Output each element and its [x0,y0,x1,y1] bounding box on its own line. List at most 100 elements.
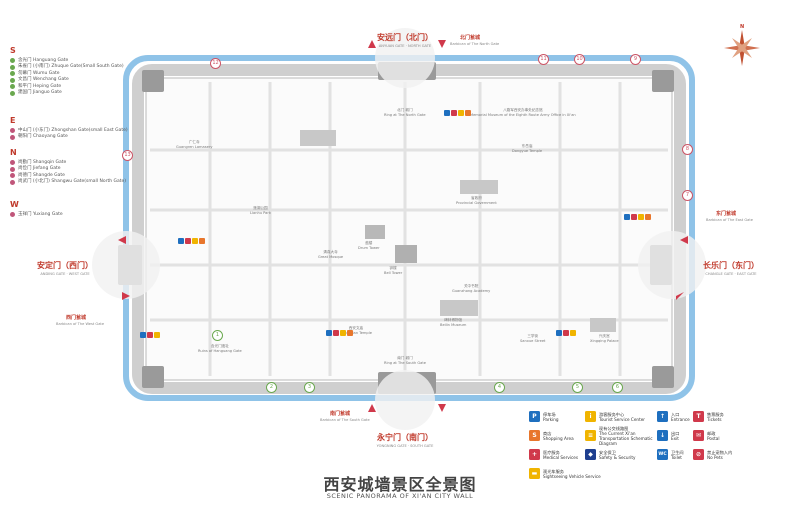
gate-list-item[interactable]: 朱雀门 (小南门) Zhuque Gate(Small South Gate) [10,64,124,71]
gate-list-item[interactable]: 文昌门 Wenchang Gate [10,77,124,84]
museum-mark[interactable] [300,130,336,146]
gate-group-letter: W [10,200,19,209]
gate-list-item[interactable]: 建国门 Jianguo Gate [10,90,124,97]
medical-icon: + [529,449,540,460]
gate-list-item[interactable]: 和平门 Heping Gate [10,84,124,91]
service-cluster-southeast[interactable] [556,330,576,336]
north-gate-title[interactable]: 安远门（北门）ANYUAN GATE · NORTH GATE [377,33,433,48]
gate-list-item[interactable]: 玉祥门 Yuxiang Gate [10,212,63,219]
gate-badge[interactable]: 8 [682,144,693,155]
compass-icon [724,30,760,66]
gate-list-item[interactable]: 勿幕门 Wumu Gate [10,71,124,78]
xingqing-mark[interactable] [590,318,616,332]
government-mark[interactable] [460,180,498,194]
gate-list-south: S 含光门 Hanguang Gate 朱雀门 (小南门) Zhuque Gat… [10,46,124,97]
south-gate-title[interactable]: 永宁门（南门）YONGNING GATE · SOUTH GATE [376,433,434,448]
west-gate-title[interactable]: 安定门（西门）ANDING GATE · WEST GATE [37,261,93,276]
gate-badge[interactable]: 2 [266,382,277,393]
gate-group-letter: E [10,116,16,125]
ne-corner-tower [652,70,674,92]
gate-badge[interactable]: 9 [630,54,641,65]
bell-tower-mark[interactable] [395,245,417,263]
south-barbican-circle [375,370,435,430]
gate-badge[interactable]: 3 [304,382,315,393]
gate-list-item[interactable]: 含光门 Hanguang Gate [10,58,124,65]
gate-list-item[interactable]: 尚德门 Shangde Gate [10,173,126,180]
gate-badge[interactable]: 13 [122,150,133,161]
east-gate-title[interactable]: 长乐门（东门）CHANGLE GATE · EAST GATE [703,261,759,276]
west-barbican-circle [92,231,160,299]
gate-list-east: E 中山门 (小东门) Zhongshan Gate(small East Ga… [10,116,128,141]
gate-badge[interactable]: 11 [538,54,549,65]
gate-list-north: N 尚勤门 Shangqin Gate 尚俭门 Jiefang Gate 尚德门… [10,149,126,186]
shop-icon: S [529,430,540,441]
map-subtitle: SCENIC PANORAMA OF XI'AN CITY WALL [326,492,474,500]
service-cluster-south[interactable] [326,330,353,336]
gate-badge[interactable]: 12 [210,58,221,69]
gate-list-item[interactable]: 中山门 (小东门) Zhongshan Gate(small East Gate… [10,128,128,135]
gate-badge[interactable]: 7 [682,190,693,201]
street-grid [150,82,668,376]
service-cluster-north[interactable] [444,110,471,116]
gate-badge[interactable]: 4 [494,382,505,393]
se-corner-tower [652,366,674,388]
gate-list-item[interactable]: 朝阳门 Chaoyang Gate [10,134,128,141]
vehicle-icon: ▬ [529,468,540,479]
service-cluster-east[interactable] [624,214,651,220]
info-icon: i [585,411,596,422]
gate-badge[interactable]: 6 [612,382,623,393]
parking-icon: P [529,411,540,422]
gate-list-item[interactable]: 尚勤门 Shangqin Gate [10,160,126,167]
gate-list-item[interactable]: 尚俭门 Jiefang Gate [10,166,126,173]
no-pets-icon: ⊘ [693,449,704,460]
gate-group-letter: S [10,46,16,55]
gate-list-item[interactable]: 尚武门 (小北门) Shangwu Gate(small North Gate) [10,179,126,186]
security-icon: ◆ [585,449,596,460]
beilin-mark[interactable] [440,300,478,316]
gate-badge[interactable]: 10 [574,54,585,65]
service-cluster-southwest[interactable] [140,332,160,338]
drum-tower-mark[interactable] [365,225,385,239]
gate-badge[interactable]: 1 [212,330,223,341]
map-title: 西安城墙景区全景图 [323,475,477,494]
exit-icon: ↓ [657,430,668,441]
gate-badge[interactable]: 5 [572,382,583,393]
service-cluster-west[interactable] [178,238,205,244]
